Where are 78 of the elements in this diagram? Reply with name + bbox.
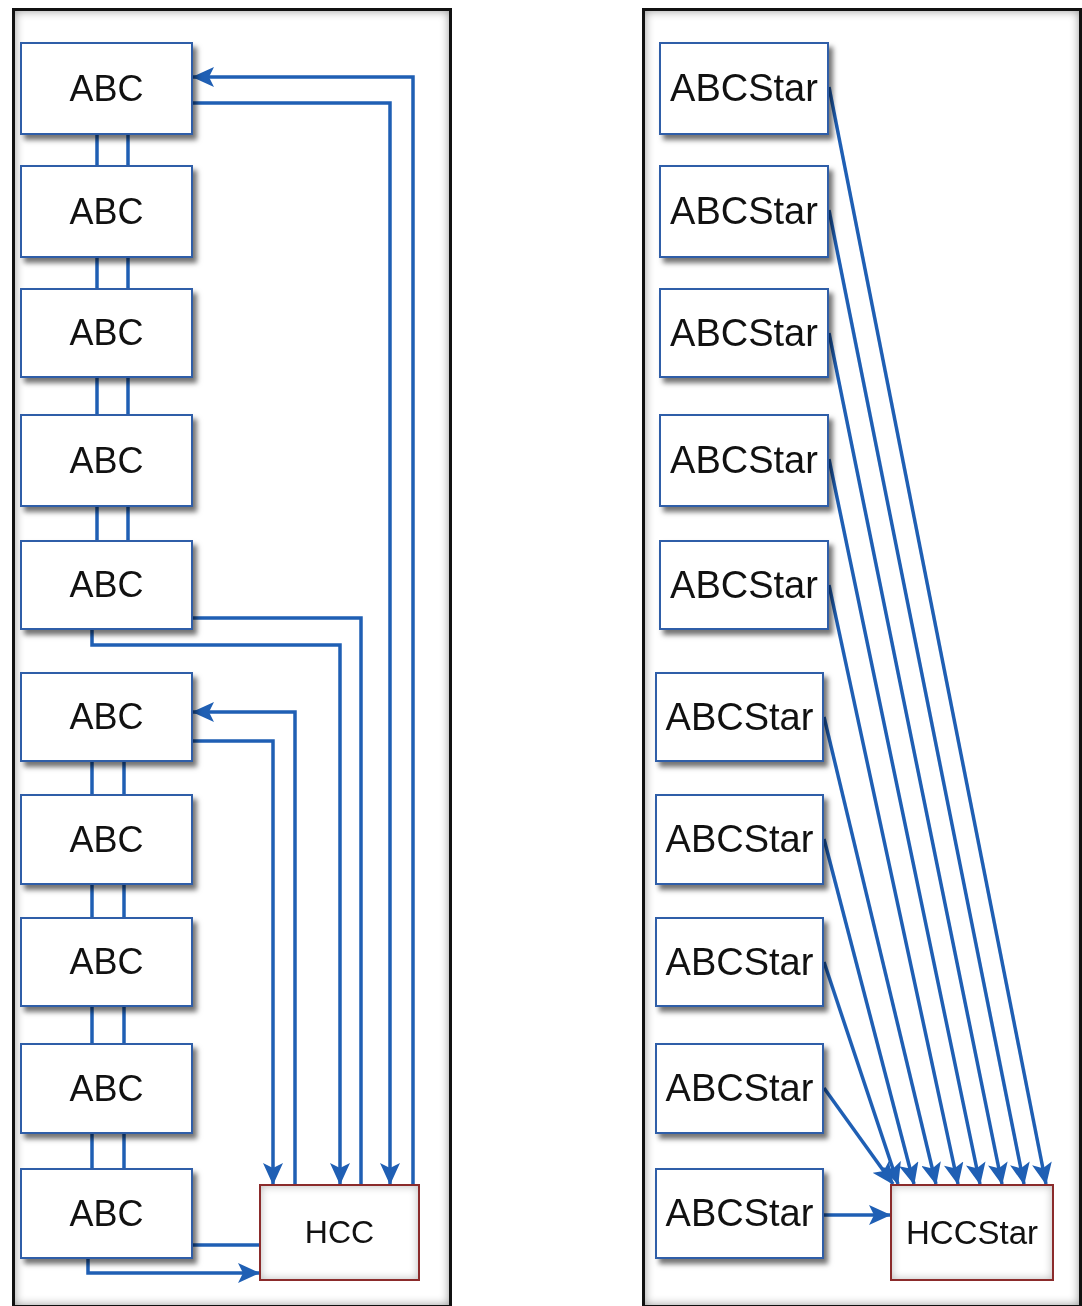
module-panel (642, 8, 1082, 1306)
connector-line (90, 1007, 94, 1043)
chip-box (659, 42, 829, 135)
connector-line (122, 885, 126, 917)
chip-label: ABCStar (670, 67, 818, 110)
arrow (90, 630, 350, 1185)
arrow (193, 739, 283, 1185)
chip-box (20, 794, 193, 885)
chip-label: ABCStar (665, 1067, 814, 1110)
chip-label: HCCStar (906, 1213, 1038, 1252)
chip-label: ABC (69, 190, 144, 233)
connector-line (122, 1007, 126, 1043)
chip-label: ABC (69, 439, 144, 482)
connector-line (95, 258, 99, 288)
chip-box (20, 165, 193, 258)
chip-box (20, 42, 193, 135)
chip-box (655, 1168, 824, 1259)
connector-line (122, 762, 126, 794)
arrow (822, 961, 901, 1185)
connector-line (193, 616, 363, 1184)
chip-box (655, 794, 824, 885)
chip-box (659, 288, 829, 378)
connector-line (122, 1134, 126, 1168)
chip-label: HCC (304, 1214, 375, 1251)
connector-line (90, 885, 94, 917)
chip-label: ABC (69, 67, 144, 110)
connector-line (95, 378, 99, 414)
chip-label: ABCStar (670, 190, 818, 233)
connector-line (126, 507, 130, 540)
arrow (827, 86, 1052, 1185)
chip-box (655, 917, 824, 1007)
chip-box (20, 414, 193, 507)
connector-line (193, 1243, 259, 1247)
chip-label: ABCStar (665, 695, 814, 739)
chip-label: ABC (69, 941, 144, 983)
chip-box (659, 540, 829, 630)
arrow (827, 209, 1030, 1185)
chip-label: ABC (69, 1067, 144, 1110)
connector-line (90, 1134, 94, 1168)
controller-box (259, 1184, 420, 1281)
connector-line (90, 762, 94, 794)
chip-box (20, 672, 193, 762)
chip-label: ABCStar (670, 439, 818, 482)
chip-label: ABCStar (665, 1192, 814, 1235)
chip-label: ABC (69, 1192, 144, 1235)
chip-label: ABCStar (670, 563, 818, 607)
chip-label: ABC (69, 564, 144, 606)
arrow (822, 1086, 895, 1185)
connector-line (126, 135, 130, 165)
chip-box (20, 288, 193, 378)
chip-box (655, 1043, 824, 1134)
chip-label: ABCStar (670, 311, 818, 355)
arrow (86, 1259, 260, 1283)
arrow (822, 838, 919, 1185)
chip-label: ABC (69, 312, 144, 354)
arrow (827, 584, 964, 1185)
arrow (827, 332, 1008, 1185)
chip-box (20, 917, 193, 1007)
chip-box (659, 165, 829, 258)
chip-label: ABCStar (665, 818, 814, 861)
chip-box (20, 540, 193, 630)
chip-box (20, 1043, 193, 1134)
chip-label: ABCStar (665, 940, 814, 984)
connector-line (126, 378, 130, 414)
arrow (827, 458, 986, 1185)
arrow (192, 702, 297, 1184)
chip-box (659, 414, 829, 507)
connector-line (95, 507, 99, 540)
connector-line (95, 135, 99, 165)
chip-label: ABC (69, 696, 144, 738)
chip-box (655, 672, 824, 762)
arrow (824, 1205, 891, 1225)
chip-label: ABC (69, 818, 144, 861)
connector-line (126, 258, 130, 288)
chip-box (20, 1168, 193, 1259)
arrow (822, 716, 941, 1185)
module-panel (12, 8, 452, 1306)
controller-box (890, 1184, 1054, 1281)
